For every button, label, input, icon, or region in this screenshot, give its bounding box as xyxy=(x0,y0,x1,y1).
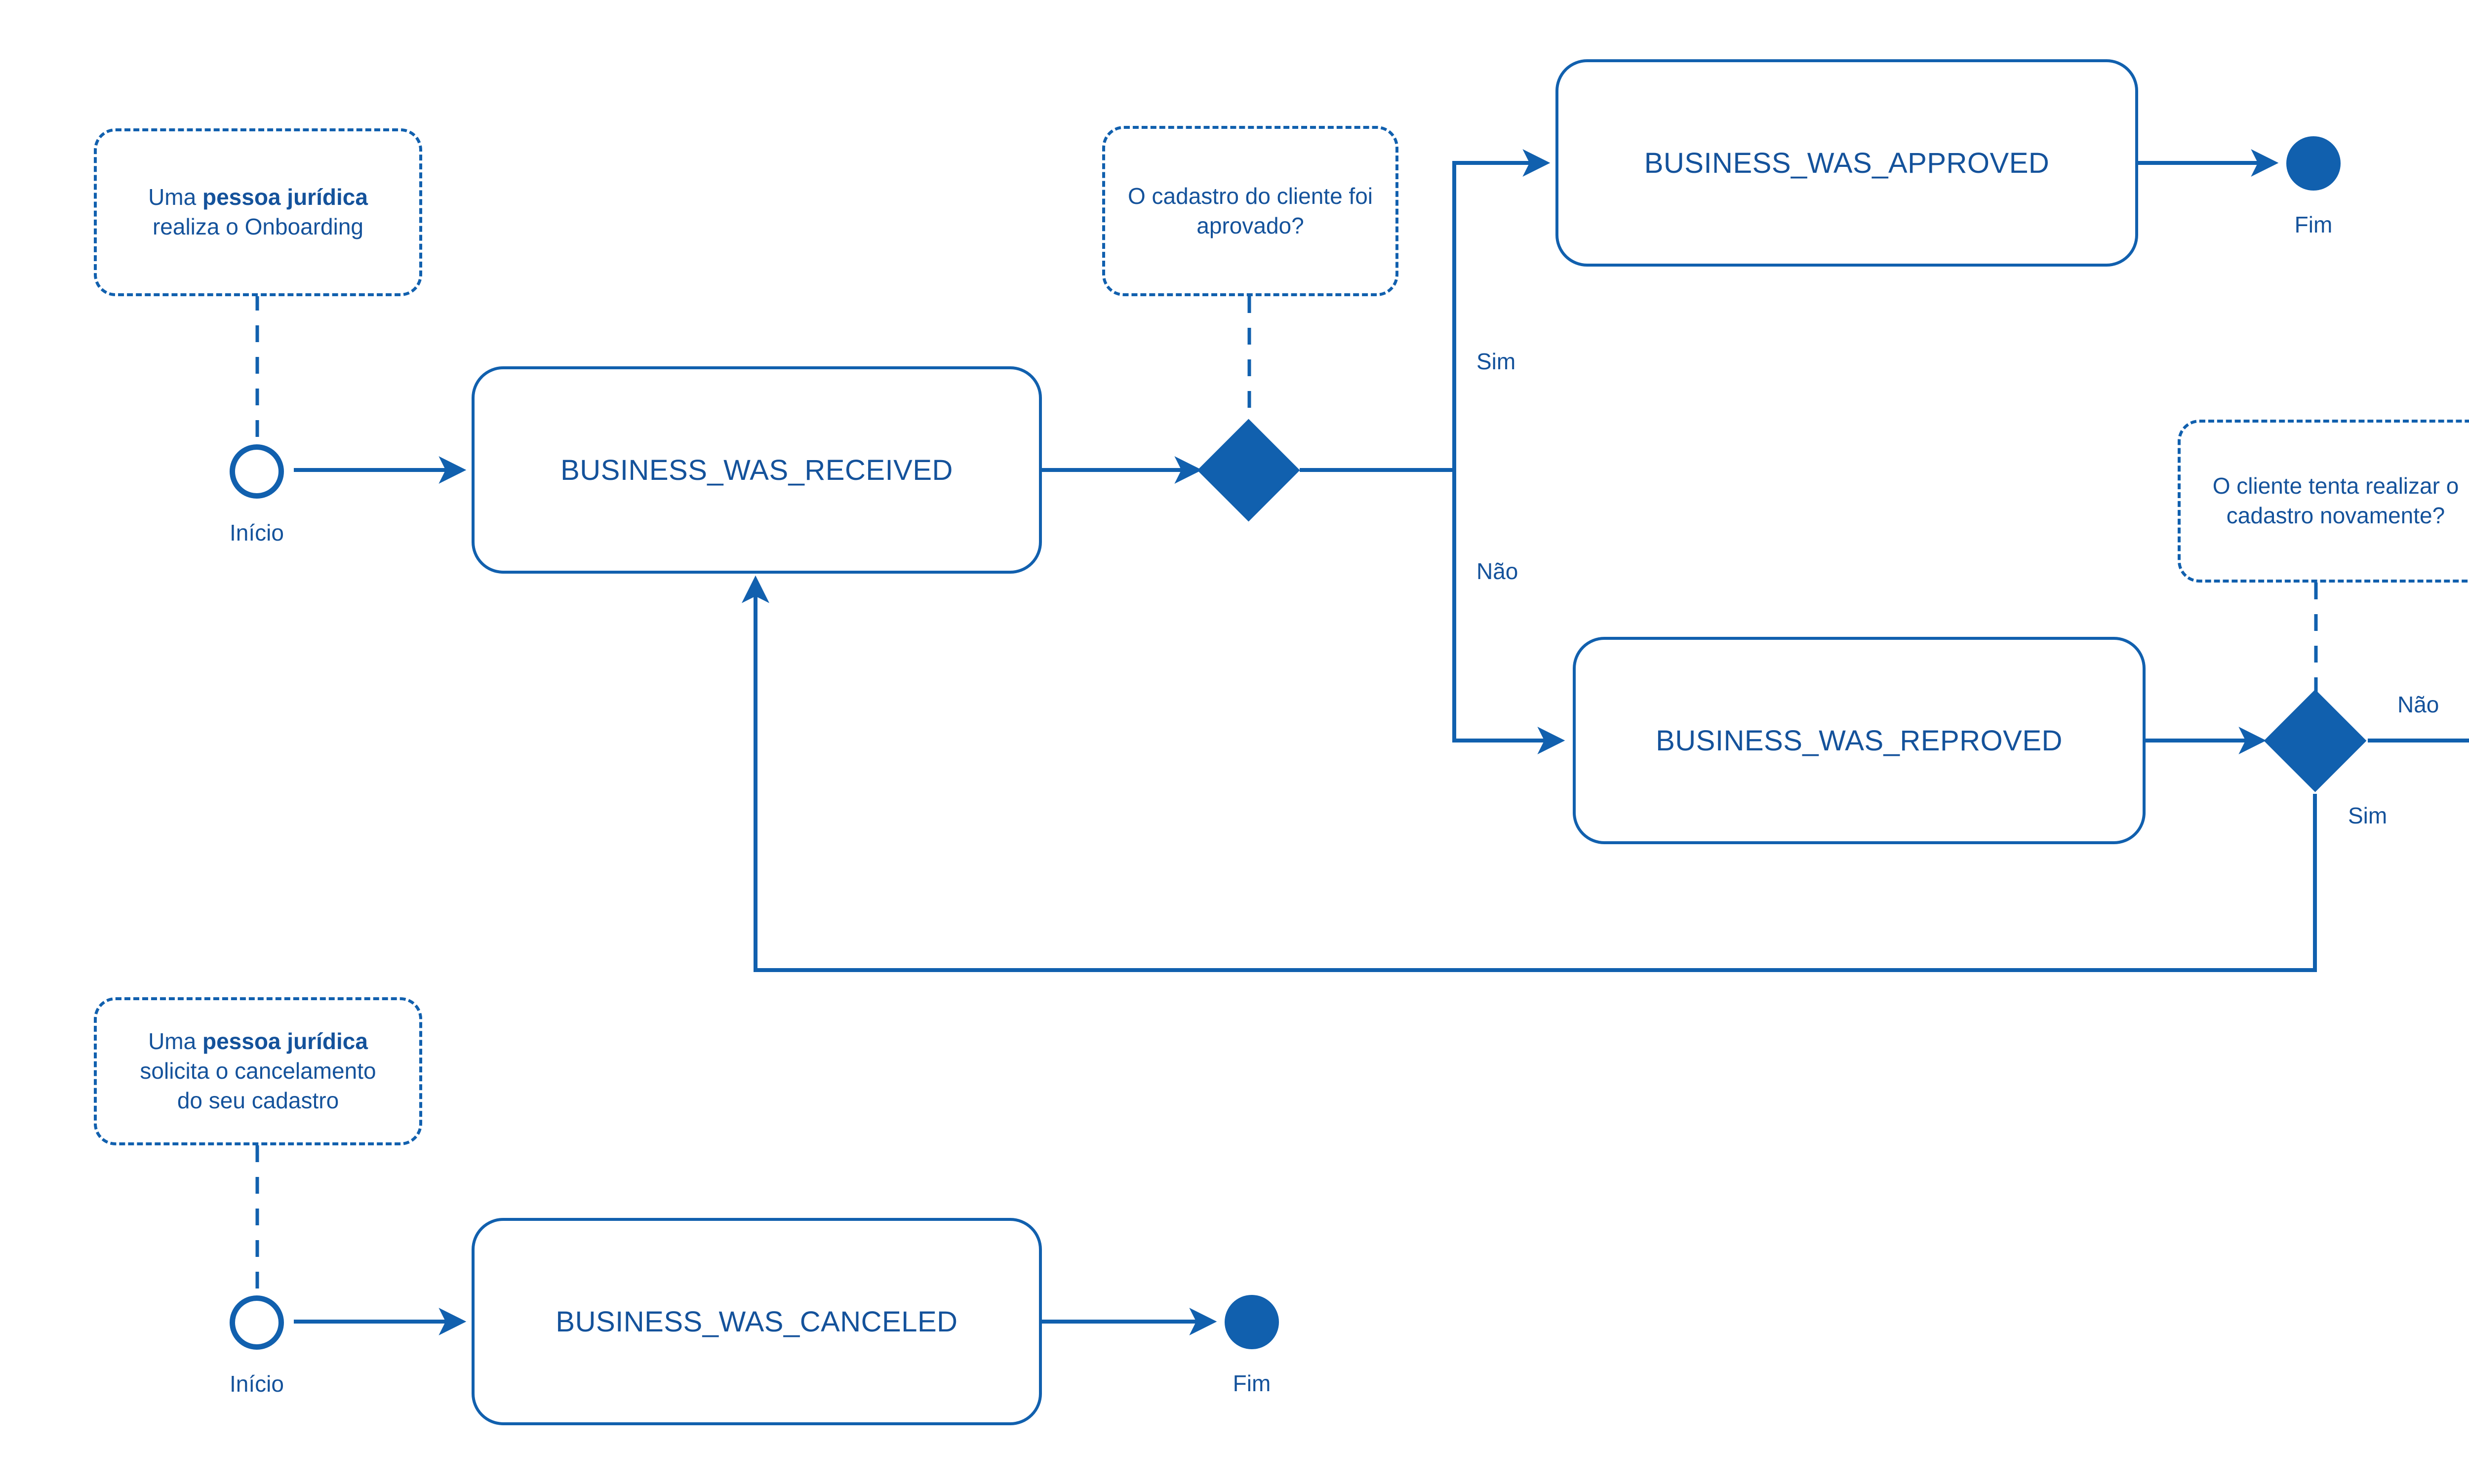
note-cancel-line2: solicita o cancelamento xyxy=(140,1058,376,1084)
start-node-cancel xyxy=(230,1295,284,1350)
note-onboarding-line2: realiza o Onboarding xyxy=(152,214,364,239)
end-node-approved-label: Fim xyxy=(2294,212,2333,237)
note-cancel-line3: do seu cadastro xyxy=(177,1087,339,1113)
end-node-canceled xyxy=(1225,1295,1279,1349)
note-onboarding-line1-prefix: Uma xyxy=(148,184,202,210)
edge-label-approval-no: Não xyxy=(1476,558,1518,584)
end-node-approved xyxy=(2286,136,2341,191)
note-cancel: Uma pessoa jurídica solicita o cancelame… xyxy=(94,997,422,1145)
note-cancel-line1-bold: pessoa jurídica xyxy=(202,1028,368,1054)
note-approval-question: O cadastro do cliente foi aprovado? xyxy=(1102,126,1398,296)
edge-label-retry-no: Não xyxy=(2397,692,2439,717)
edge-retry-yes-loopback xyxy=(742,575,2317,972)
end-node-canceled-label: Fim xyxy=(1233,1370,1271,1396)
edge-label-retry-yes: Sim xyxy=(2348,803,2388,828)
start-node-cancel-label: Início xyxy=(230,1371,284,1397)
state-business-was-approved[interactable]: BUSINESS_WAS_APPROVED xyxy=(1555,59,2138,267)
state-business-was-canceled[interactable]: BUSINESS_WAS_CANCELED xyxy=(472,1218,1042,1425)
edge-approval-no xyxy=(1452,470,1565,754)
state-business-was-reproved[interactable]: BUSINESS_WAS_REPROVED xyxy=(1573,637,2146,844)
edge-approval-yes xyxy=(1452,149,1551,470)
note-onboarding: Uma pessoa jurídica realiza o Onboarding xyxy=(94,128,422,296)
start-node-onboarding-label: Início xyxy=(230,520,284,546)
edge-label-approval-yes: Sim xyxy=(1476,349,1516,374)
note-cancel-line1-prefix: Uma xyxy=(148,1028,202,1054)
state-business-was-received[interactable]: BUSINESS_WAS_RECEIVED xyxy=(472,366,1042,574)
start-node-onboarding xyxy=(230,444,284,499)
note-onboarding-line1-bold: pessoa jurídica xyxy=(202,184,368,210)
note-retry-question: O cliente tenta realizar o cadastro nova… xyxy=(2178,420,2469,583)
